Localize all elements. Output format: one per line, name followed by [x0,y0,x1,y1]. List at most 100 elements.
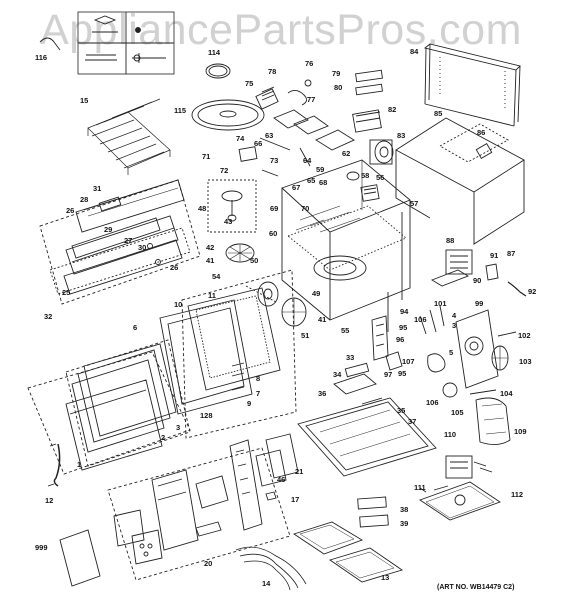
control-components [238,69,394,202]
blower-fan [245,281,307,327]
part-label: 4 [452,311,457,320]
part-label: 20 [204,559,212,568]
part-label: 25 [62,288,70,297]
part-label: 83 [397,131,405,140]
part-label: 59 [316,165,324,174]
part-label: 10 [174,300,182,309]
part-label: 85 [434,109,442,118]
part-label: 70 [301,204,309,213]
part-label: 106 [414,315,427,324]
base-tray [297,362,437,477]
part-label: 48 [198,204,206,213]
oven-rack [87,98,171,175]
part-label: 79 [332,69,340,78]
part-label: 28 [80,195,88,204]
part-label: 39 [400,519,408,528]
part-label: 32 [44,312,52,321]
part-label: 13 [381,573,389,582]
part-label: 87 [507,249,515,258]
part-label: 92 [528,287,536,296]
outer-case [395,117,525,245]
part-label: 65 [307,176,315,185]
part-label: 3 [176,423,180,432]
part-label: 14 [262,579,271,588]
part-label: 116 [35,53,47,62]
part-label: 105 [451,408,464,417]
part-label: 75 [245,79,253,88]
part-label: 64 [303,156,312,165]
part-label: 97 [384,370,392,379]
part-label: 42 [206,243,214,252]
part-label: 58 [361,171,369,180]
part-label: 71 [202,152,210,161]
part-label: 84 [410,47,419,56]
electronics-group [107,433,299,581]
door-assembly [159,269,297,439]
drill-bit-icon [39,37,61,51]
part-label: 36 [318,389,326,398]
wire-harness [235,546,307,591]
control-panel-assembly [39,179,201,305]
part-label: 30 [138,243,146,252]
part-label: 103 [519,357,532,366]
part-label: 8 [256,374,260,383]
hardware-kit-box [39,11,175,75]
part-label: 57 [410,199,418,208]
part-label: 11 [208,291,216,300]
part-label: 114 [208,48,221,57]
part-label: 41 [318,315,326,324]
part-label: 5 [449,348,453,357]
part-label: 60 [269,229,277,238]
part-label: 67 [292,183,300,192]
part-label: 91 [490,251,498,260]
part-label: 27 [124,236,132,245]
part-label: 69 [270,204,278,213]
part-label: 94 [400,307,409,316]
part-label: 111 [414,483,426,492]
part-label: 110 [444,430,456,439]
part-label: 66 [254,139,262,148]
part-label: 49 [312,289,320,298]
part-label: 29 [104,225,112,234]
part-label: 112 [511,490,523,499]
part-label: 56 [376,173,384,182]
part-label: 101 [434,299,447,308]
part-label: 90 [473,276,481,285]
part-label: 43 [224,217,232,226]
part-label: 35 [397,406,405,415]
part-label: 88 [446,236,454,245]
part-label: 46 [277,475,285,484]
art-number: (ART NO. WB14479 C2) [437,584,515,591]
part-label: 26 [170,263,178,272]
filters [292,496,404,583]
part-label: 9 [247,399,251,408]
part-label: 50 [250,256,258,265]
part-label: 26 [66,206,74,215]
part-label: 95 [398,369,406,378]
part-label: 86 [477,128,485,137]
part-label: 41 [206,256,214,265]
instruction-booklet [59,529,101,587]
oven-cavity [281,159,411,332]
right-components [371,249,527,521]
part-label: 34 [333,370,342,379]
stirrer-assembly [207,179,257,263]
part-label: 55 [341,326,349,335]
part-label: 74 [236,134,245,143]
part-label: 96 [396,335,404,344]
part-label: 6 [133,323,137,332]
part-label: 31 [93,184,101,193]
part-label: 51 [301,331,309,340]
part-label: 38 [400,505,408,514]
part-label: 62 [342,149,350,158]
part-label: 106 [426,398,439,407]
part-label: 1 [77,460,81,469]
part-label: 102 [518,331,531,340]
part-label: 54 [212,272,221,281]
part-label: 68 [319,178,327,187]
part-label: 76 [305,59,313,68]
part-label: 37 [408,417,416,426]
door-panels [27,339,191,487]
